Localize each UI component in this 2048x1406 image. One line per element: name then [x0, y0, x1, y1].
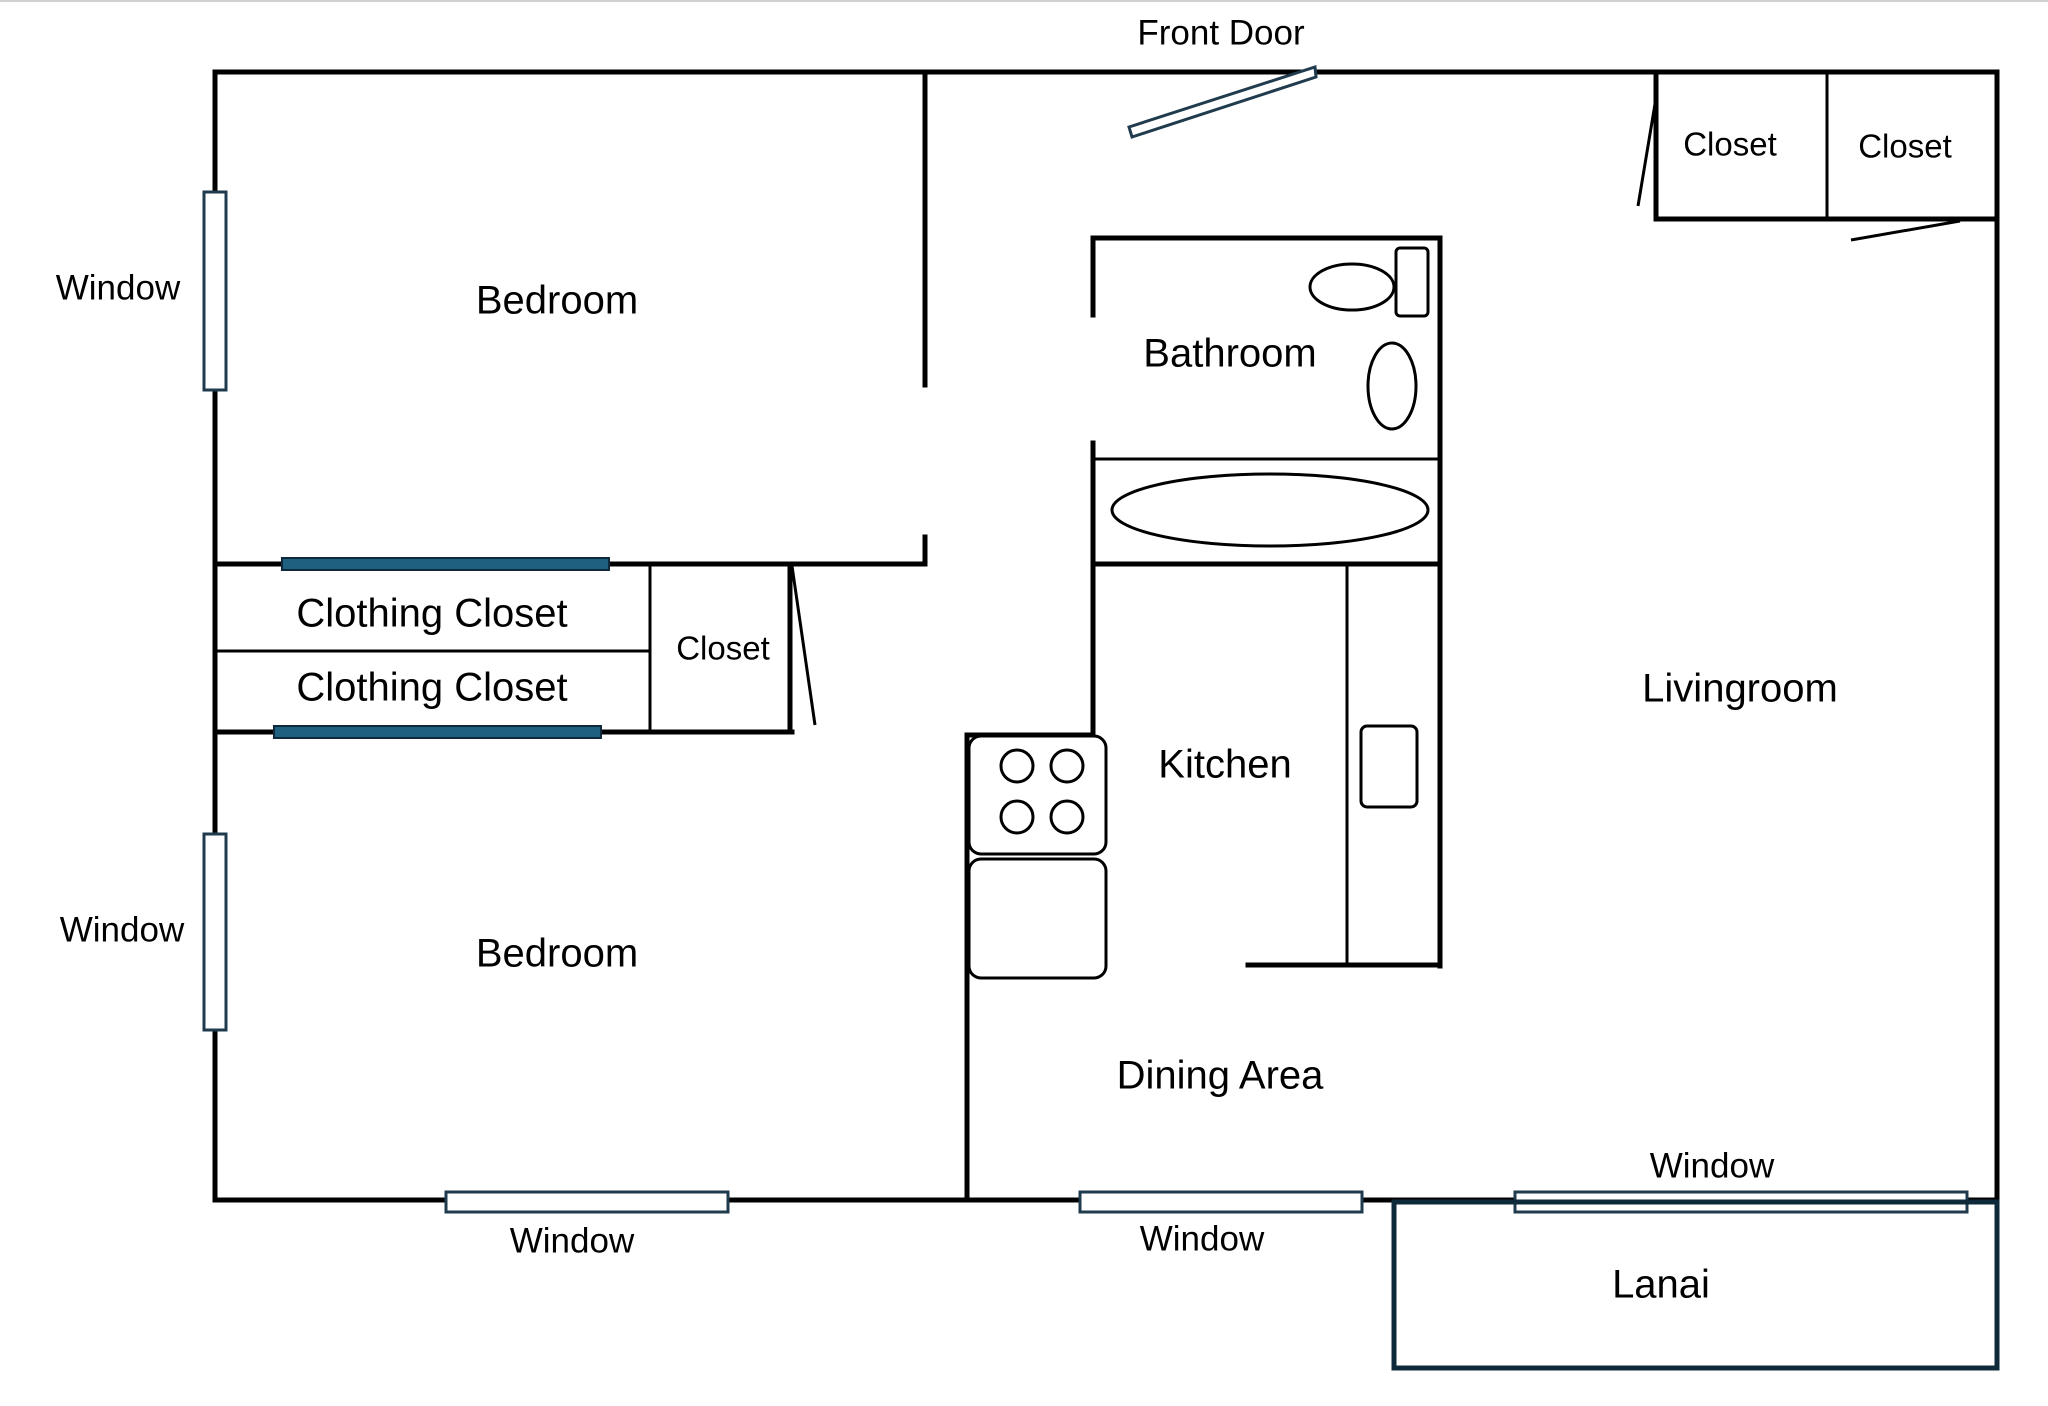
outer-walls: [212, 69, 2000, 1203]
label-window: Window: [56, 268, 181, 307]
room-label-closet: Closet: [676, 630, 770, 667]
room-label-livingroom: Livingroom: [1642, 667, 1838, 711]
room-label-bathroom: Bathroom: [1143, 332, 1316, 376]
room-label-bedroom: Bedroom: [476, 279, 638, 323]
bathroom-walls: [1090, 235, 1443, 969]
burner-icon: [1049, 748, 1085, 784]
window-bottom-bedroom: [444, 1190, 730, 1214]
sliding-closet-door-bottom: [273, 725, 602, 739]
window-top-left: [202, 190, 228, 392]
room-label-clothing-closet: Clothing Closet: [296, 666, 567, 710]
window-bottom-left: [202, 832, 228, 1032]
stove-icon: [967, 734, 1108, 856]
room-label-dining-area: Dining Area: [1117, 1054, 1325, 1098]
label-window: Window: [1140, 1219, 1265, 1258]
kitchen-sink-icon: [1359, 724, 1419, 809]
lanai: [1391, 1199, 2000, 1371]
label-window: Window: [510, 1221, 635, 1260]
sink-icon: [1366, 341, 1418, 431]
label-front-door: Front Door: [1137, 13, 1305, 52]
room-label-bedroom: Bedroom: [476, 932, 638, 976]
front-door[interactable]: [1127, 65, 1318, 139]
sliding-closet-door-top: [281, 557, 610, 571]
label-window: Window: [1650, 1146, 1775, 1185]
room-label-clothing-closet: Clothing Closet: [296, 592, 567, 636]
closet-door-leaf: [1850, 219, 1961, 242]
toilet-tank-icon: [1394, 246, 1430, 318]
room-label-kitchen: Kitchen: [1158, 743, 1291, 787]
burner-icon: [999, 748, 1035, 784]
closet-door-leaf: [1636, 97, 1658, 207]
label-window: Window: [60, 910, 185, 949]
room-label-lanai: Lanai: [1612, 1263, 1710, 1307]
burner-icon: [1049, 799, 1085, 835]
entry-closet-walls: [1653, 69, 2000, 222]
closet-door-leaf: [790, 565, 817, 726]
room-label-closet: Closet: [1683, 126, 1777, 163]
bathtub-icon: [1110, 472, 1430, 548]
refrigerator-icon: [967, 857, 1108, 980]
window-bottom-dining: [1078, 1190, 1364, 1214]
burner-icon: [999, 799, 1035, 835]
room-label-closet: Closet: [1858, 128, 1952, 165]
toilet-bowl-icon: [1308, 262, 1396, 312]
